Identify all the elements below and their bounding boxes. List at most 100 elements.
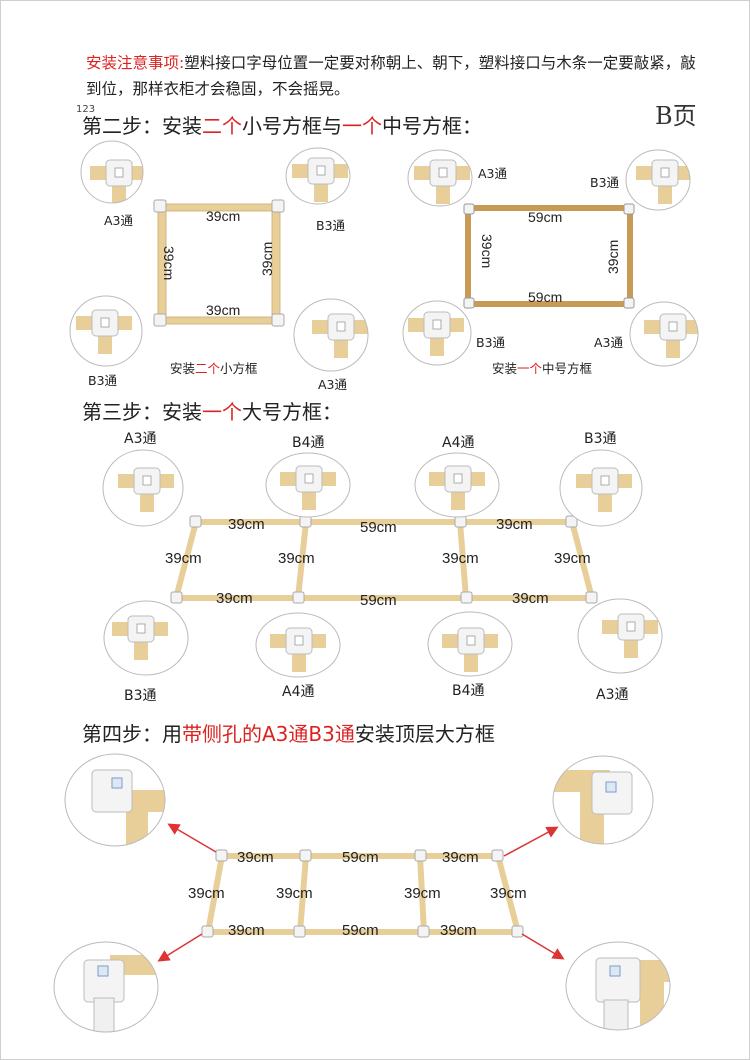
page-label: B页 [655, 102, 697, 130]
medium-frame [465, 205, 633, 307]
joint-photo [577, 598, 663, 674]
step2-heading-text: 小号方框与 [242, 114, 342, 138]
dim-label: 39cm [161, 246, 177, 280]
small-frame-diagram [153, 199, 285, 327]
dim-label: 59cm [342, 849, 379, 866]
dim-label: 39cm [554, 550, 591, 567]
dim-label: 39cm [440, 922, 477, 939]
dim-label: 39cm [496, 516, 533, 533]
joint-photo [629, 301, 699, 367]
joint-photo [64, 753, 166, 847]
dim-label: 39cm [479, 234, 495, 268]
caption-text: 安装 [492, 361, 518, 376]
joint-photo [80, 140, 144, 204]
joint-label: B4通 [452, 683, 485, 699]
page-number: 123 [76, 104, 96, 115]
joint-label: A3通 [104, 213, 134, 228]
dim-label: 59cm [528, 289, 562, 305]
joint-label: B3通 [124, 688, 157, 704]
dim-label: 59cm [360, 592, 397, 609]
joint-photo [293, 298, 369, 372]
joint-label: A4通 [282, 684, 315, 700]
dim-label: 39cm [237, 849, 274, 866]
corner-joint [271, 313, 285, 327]
joint-photo [565, 941, 671, 1031]
dim-label: 39cm [442, 550, 479, 567]
joint-photo [402, 300, 472, 366]
caption-text: 安装 [170, 361, 196, 376]
dim-label: 39cm [276, 885, 313, 902]
joint-photo [407, 149, 473, 207]
caption-text: 小方框 [220, 361, 258, 376]
caption-text: 中号方框 [542, 361, 593, 376]
dim-label: 39cm [206, 208, 240, 224]
dim-label: 39cm [259, 242, 275, 276]
joint-label: A3通 [594, 335, 624, 350]
step4-heading-accent: 带侧孔的A3通B3通 [182, 722, 355, 746]
step2-heading-text: 第二步：安装 [82, 114, 202, 138]
joint-label: B4通 [292, 435, 325, 451]
medium-frame-caption: 安装一个中号方框 [492, 358, 592, 377]
large-frame-diagram [170, 515, 598, 604]
joint-photo [265, 452, 351, 518]
joint-photo [53, 941, 159, 1033]
step3-heading-text: 第三步：安装 [82, 400, 202, 424]
joint-photo [285, 147, 351, 205]
joint-label: B3通 [590, 175, 620, 190]
top-frame-diagram [157, 823, 565, 962]
joint-label: B3通 [316, 218, 346, 233]
installation-note: 安装注意事项:塑料接口字母位置一定要对称朝上、朝下，塑料接口与木条一定要敲紧，敲… [86, 50, 706, 102]
caption-accent: 二个 [195, 361, 221, 376]
corner-joint [153, 313, 167, 327]
corner-joint [463, 297, 475, 309]
joint-photo [102, 449, 184, 527]
caption-accent: 一个 [517, 361, 543, 376]
joint-photo [559, 449, 643, 527]
joint-label: A3通 [318, 377, 348, 392]
corner-joint [463, 203, 475, 215]
joint-label: A3通 [478, 166, 508, 181]
dim-label: 39cm [490, 885, 527, 902]
joint-photo [69, 295, 143, 367]
dim-label: 59cm [528, 209, 562, 225]
medium-frame-diagram [463, 203, 635, 309]
joint-label: B3通 [88, 373, 118, 388]
corner-joint [153, 199, 167, 213]
note-label: 安装注意事项: [86, 54, 185, 72]
joint-photo [552, 755, 654, 845]
joint-label: B3通 [476, 335, 506, 350]
joint-photo [625, 149, 691, 211]
dim-label: 59cm [342, 922, 379, 939]
step4-heading-text: 第四步：用 [82, 722, 182, 746]
joint-photo [427, 611, 513, 677]
corner-joint [623, 297, 635, 309]
step3-heading-text: 大号方框： [242, 400, 342, 424]
dim-label: 39cm [228, 922, 265, 939]
step3-heading: 第三步：安装一个大号方框： [82, 396, 342, 425]
corner-joint [271, 199, 285, 213]
dim-label: 39cm [188, 885, 225, 902]
dim-label: 39cm [404, 885, 441, 902]
dim-label: 39cm [206, 302, 240, 318]
dim-label: 39cm [278, 550, 315, 567]
joint-photo [255, 612, 341, 678]
dim-label: 39cm [512, 590, 549, 607]
dim-label: 39cm [216, 590, 253, 607]
joint-photo [103, 600, 189, 676]
corner-joint [623, 203, 635, 215]
joint-label: A4通 [442, 435, 475, 451]
step2-heading-accent: 二个 [202, 114, 242, 138]
joint-label: A3通 [124, 431, 157, 447]
step2-heading-accent: 一个 [342, 114, 382, 138]
step4-heading-text: 安装顶层大方框 [354, 722, 495, 746]
dim-label: 39cm [605, 240, 621, 274]
step2-heading-text: 中号方框： [382, 114, 482, 138]
step4-heading: 第四步：用带侧孔的A3通B3通安装顶层大方框 [82, 718, 495, 747]
dim-label: 39cm [165, 550, 202, 567]
small-frame-caption: 安装二个小方框 [170, 358, 258, 377]
dim-label: 59cm [360, 519, 397, 536]
wood-bar [157, 316, 281, 325]
dim-label: 39cm [228, 516, 265, 533]
step2-heading: 第二步：安装二个小号方框与一个中号方框： [82, 110, 482, 139]
